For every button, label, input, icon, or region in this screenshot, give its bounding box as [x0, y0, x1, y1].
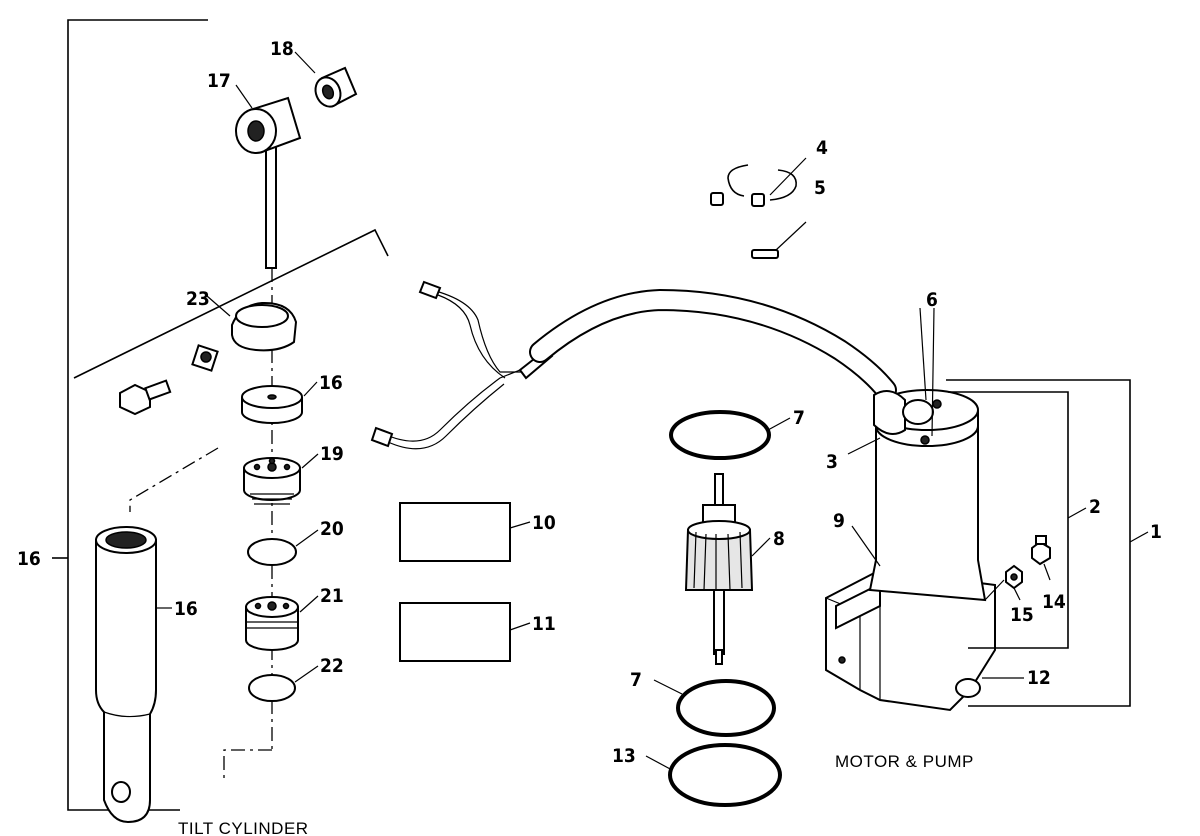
- callout-6: 6: [926, 289, 938, 311]
- callout-15: 15: [1010, 604, 1034, 626]
- leader-10: [509, 521, 531, 529]
- assembly-line: [223, 749, 272, 780]
- decal-part-10: [399, 502, 511, 562]
- o-ring-part-7-upper: [669, 410, 791, 460]
- o-ring-part-7-lower: [653, 679, 776, 737]
- wire-harness: [370, 280, 897, 450]
- clamp-group-bracket: [73, 228, 389, 750]
- callout-8: 8: [773, 528, 785, 550]
- callout-5: 5: [814, 177, 826, 199]
- callout-17: 17: [207, 70, 231, 92]
- leader-11: [509, 622, 531, 631]
- callout-3: 3: [826, 451, 838, 473]
- callout-13: 13: [612, 745, 636, 767]
- armature-part-8: [684, 473, 771, 665]
- callout-7-upper: 7: [793, 407, 805, 429]
- pin-part-5: [751, 221, 807, 259]
- o-ring-part-22: [248, 665, 319, 702]
- pin-part-17: [235, 84, 302, 269]
- callout-2: 2: [1089, 496, 1101, 518]
- callout-9: 9: [833, 510, 845, 532]
- cylinder-part-16: [95, 526, 172, 824]
- callout-4: 4: [816, 137, 828, 159]
- motor-pump-assembly: [825, 307, 1024, 712]
- assembly-line-2: [129, 447, 219, 512]
- callout-16-group: 16: [17, 548, 41, 570]
- callout-20: 20: [320, 518, 344, 540]
- nut-part-15: [984, 564, 1023, 601]
- callout-22: 22: [320, 655, 344, 677]
- bushing-part-18: [294, 51, 358, 108]
- o-ring-part-13: [645, 743, 782, 807]
- callout-19: 19: [320, 443, 344, 465]
- caption-motor-pump: MOTOR & PUMP: [835, 752, 974, 771]
- callout-18: 18: [270, 38, 294, 60]
- callout-21: 21: [320, 585, 344, 607]
- callout-12: 12: [1027, 667, 1051, 689]
- disc-part-16: [241, 381, 318, 424]
- callout-16-cylinder: 16: [174, 598, 198, 620]
- callout-23: 23: [186, 288, 210, 310]
- callout-7-lower: 7: [630, 669, 642, 691]
- cap-part-19: [243, 453, 319, 505]
- o-ring-part-20: [247, 529, 319, 566]
- decal-part-11: [399, 602, 511, 662]
- fitting-part-14: [1031, 535, 1051, 581]
- clips-part-4: [710, 157, 807, 207]
- callout-labels: 18 17 23 16 19 20 21 22 16 16 10 11 4 5 …: [17, 38, 1162, 767]
- callout-1: 1: [1150, 521, 1162, 543]
- callout-10: 10: [532, 512, 556, 534]
- piston-part-21: [245, 595, 319, 651]
- assembly-brackets-1-2: [946, 379, 1149, 707]
- clamp-part-23: [119, 295, 298, 416]
- callout-11: 11: [532, 613, 556, 635]
- callout-14: 14: [1042, 591, 1066, 613]
- callout-16-disc: 16: [319, 372, 343, 394]
- caption-tilt-cylinder: TILT CYLINDER: [178, 819, 309, 836]
